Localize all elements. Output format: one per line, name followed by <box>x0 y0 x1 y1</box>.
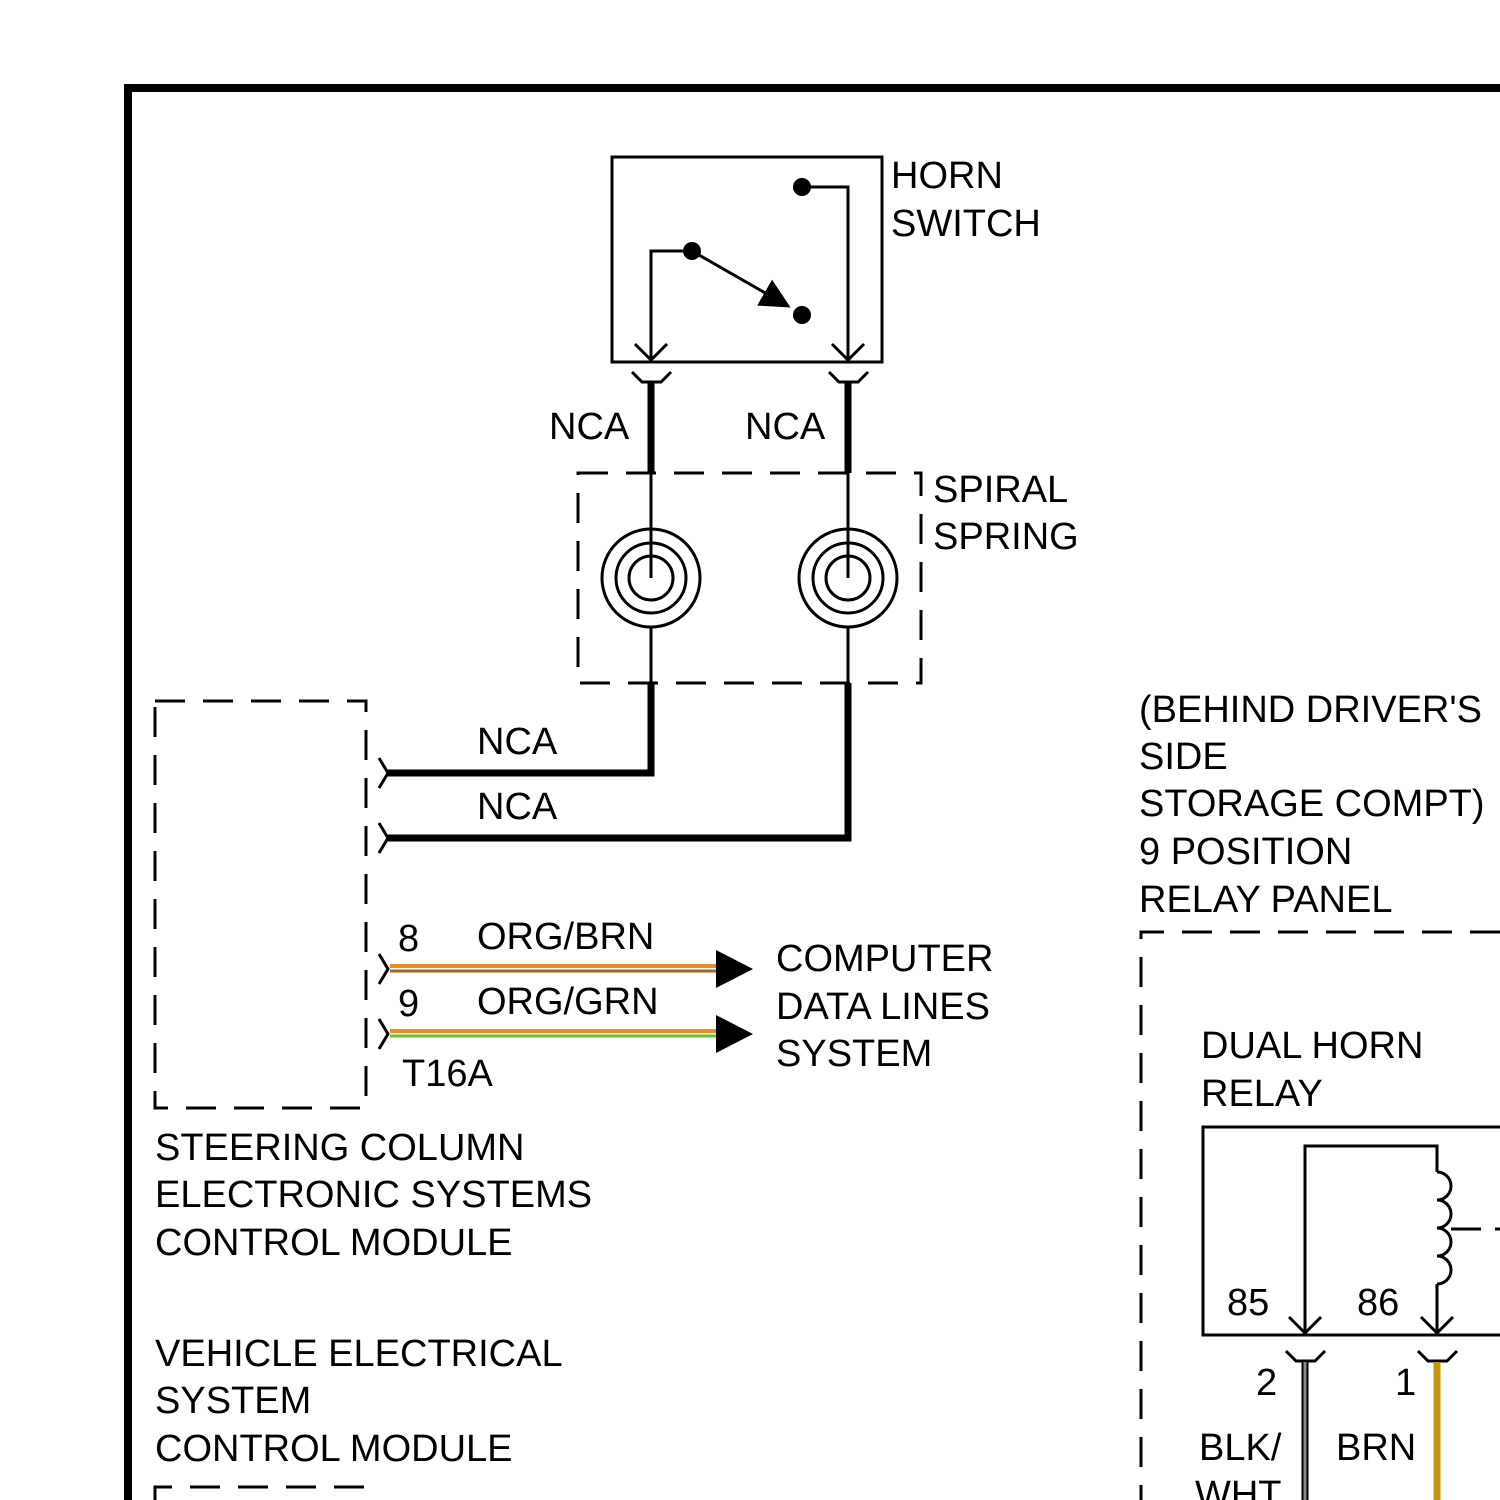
vescm-box-top <box>155 1487 366 1500</box>
dual-horn-relay <box>1203 1127 1500 1361</box>
wire-label-org-brn: ORG/BRN <box>477 916 654 958</box>
computer-data-lines-label-2: DATA LINES <box>776 986 990 1028</box>
horn-switch <box>612 157 882 382</box>
horn-switch-label-2: SWITCH <box>891 203 1041 245</box>
relay-pin-86-label: 86 <box>1357 1282 1399 1324</box>
cavity-2-label: 2 <box>1256 1362 1277 1404</box>
pin-8-label: 8 <box>398 918 419 960</box>
relay-panel-label-4: 9 POSITION <box>1139 831 1352 873</box>
dual-horn-relay-label-2: RELAY <box>1201 1073 1323 1115</box>
scesm-box <box>155 701 366 1108</box>
relay-panel-label-5: RELAY PANEL <box>1139 879 1392 921</box>
vescm-label-1: VEHICLE ELECTRICAL <box>155 1333 563 1375</box>
wire-label-blk-wht-1: BLK/ <box>1199 1427 1282 1469</box>
wire-label-nca-left-top: NCA <box>549 406 630 448</box>
relay-panel-label-1: (BEHIND DRIVER'S <box>1139 689 1482 731</box>
scesm-module <box>155 701 388 1108</box>
vescm-label-2: SYSTEM <box>155 1380 311 1422</box>
horn-switch-label-1: HORN <box>891 155 1003 197</box>
relay-panel-label-2: SIDE <box>1139 736 1228 778</box>
wire-label-nca-right-top: NCA <box>745 406 826 448</box>
computer-data-lines-label-1: COMPUTER <box>776 938 993 980</box>
dual-horn-relay-label-1: DUAL HORN <box>1201 1025 1423 1067</box>
wire-label-nca-upper: NCA <box>477 721 558 763</box>
connector-label-t16a: T16A <box>402 1053 493 1095</box>
pin-9-label: 9 <box>398 983 419 1025</box>
relay-panel-label-3: STORAGE COMPT) <box>1139 783 1485 825</box>
vescm-label-3: CONTROL MODULE <box>155 1428 513 1470</box>
wire-label-brn: BRN <box>1336 1427 1416 1469</box>
wire-label-nca-lower: NCA <box>477 786 558 828</box>
wire-label-blk-wht-2: WHT <box>1195 1474 1282 1500</box>
spiral-spring <box>578 473 921 683</box>
wire-nca-lower <box>388 683 848 838</box>
spiral-spring-label-2: SPRING <box>933 516 1079 558</box>
scesm-label-1: STEERING COLUMN <box>155 1127 524 1169</box>
relay-panel-box <box>1141 932 1500 1500</box>
cavity-1-label: 1 <box>1395 1362 1416 1404</box>
scesm-label-2: ELECTRONIC SYSTEMS <box>155 1174 592 1216</box>
spiral-spring-label-1: SPIRAL <box>933 469 1068 511</box>
relay-pin-85-label: 85 <box>1227 1282 1269 1324</box>
computer-data-lines-label-3: SYSTEM <box>776 1033 932 1075</box>
scesm-label-3: CONTROL MODULE <box>155 1222 513 1264</box>
wire-label-org-grn: ORG/GRN <box>477 981 659 1023</box>
